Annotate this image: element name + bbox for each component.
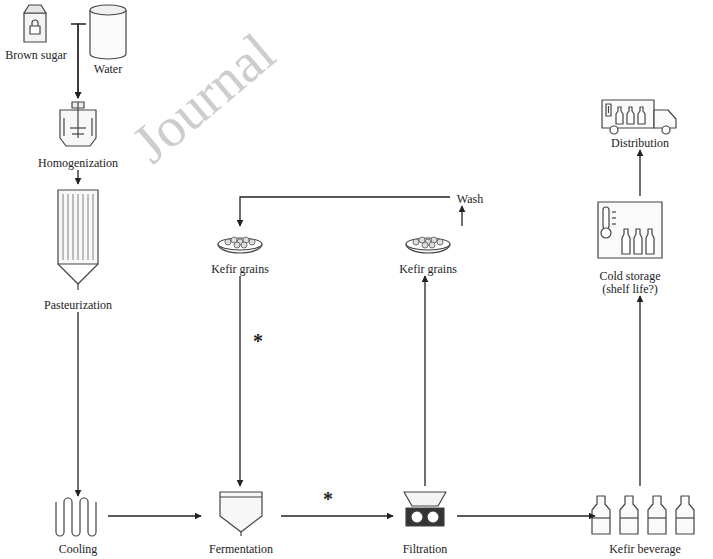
water-tank-icon [90,5,126,59]
flow-arrow [457,515,595,516]
flow-arrow [639,150,640,196]
flow-arrow [108,515,201,516]
process-step: Cold storage (shelf life?) [586,196,674,296]
process-step: Distribution [598,96,682,150]
process-step: Kefir grains [202,226,278,276]
step-label: Filtration [403,543,448,556]
step-label: Distribution [611,137,669,150]
process-step: Cooling [48,496,108,556]
step-label: Cold storage (shelf life?) [590,270,670,296]
process-step: Fermentation [201,486,281,556]
fermenter-icon [220,492,262,536]
edge-note: * [252,332,264,350]
step-label: Water [94,63,122,76]
step-label: Brown sugar [5,49,67,62]
process-step: Homogenization [33,98,123,170]
pasteurizer-icon [58,190,98,290]
process-step: Kefir beverage [595,486,695,556]
process-step: Wash [450,188,490,206]
bottles-icon [592,496,694,534]
flow-arrow [77,312,78,496]
flow-arrow [461,206,462,226]
flow-arrow [78,24,86,98]
kefir-grains-bowl-icon [218,237,262,253]
flow-arrow [240,197,450,226]
edge-note: * [322,490,334,508]
watermark: Journal [120,21,287,176]
step-label: Cooling [59,543,98,556]
cooling-coil-icon [56,498,96,536]
step-label: Pasteurization [44,299,112,312]
step-label: Homogenization [38,157,118,170]
flow-arrow [639,296,640,486]
step-label: Kefir beverage [609,543,681,556]
kefir-grains-bowl-icon [406,237,450,253]
delivery-truck-icon [602,100,676,134]
step-label: Wash [457,193,483,206]
cold-storage-icon [598,202,662,258]
step-label: Kefir grains [399,263,457,276]
step-label: Kefir grains [211,263,269,276]
flow-arrow [77,170,78,184]
process-step: Water [86,2,130,76]
flow-arrow [71,24,78,98]
sugar-carton-icon [24,5,46,42]
filter-icon [404,492,446,526]
flow-arrow [281,515,393,516]
process-step: Filtration [393,486,457,556]
flow-arrow [424,276,425,486]
process-step: Kefir grains [390,226,466,276]
homogenizer-icon [60,102,96,146]
step-label: Fermentation [209,543,273,556]
process-step: Pasteurization [36,184,120,312]
process-step: Brown sugar [1,2,71,62]
flow-arrow [239,276,240,486]
